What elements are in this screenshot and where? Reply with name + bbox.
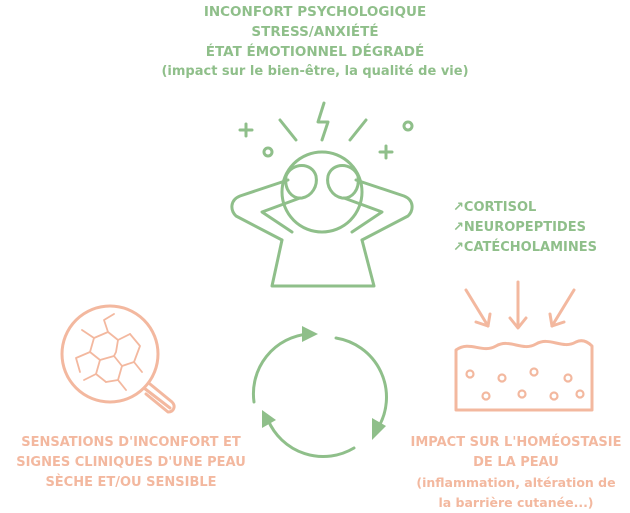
hormone-item: ↗CATÉCHOLAMINES [453,238,597,258]
skin-layer-icon [454,280,594,412]
stressed-person-icon [230,101,414,288]
hormone-label: NEUROPEPTIDES [463,220,586,235]
increase-arrow-icon: ↗ [453,200,464,215]
magnifier-dry-skin-icon [60,304,176,414]
increase-arrow-icon: ↗ [453,220,464,235]
hormone-label: CATÉCHOLAMINES [463,240,597,255]
skin-homeostasis-caption: IMPACT SUR L'HOMÉOSTASIE DE LA PEAU (inf… [400,433,630,513]
right-line-3: (inflammation, altération de [416,475,616,490]
hormone-item: ↗CORTISOL [453,198,597,218]
top-line-1: INCONFORT PSYCHOLOGIQUE [203,4,427,20]
left-line-2: SIGNES CLINIQUES D'UNE PEAU [16,455,246,470]
right-line-4: la barrière cutanée...) [438,495,594,510]
right-line-2: DE LA PEAU [473,455,559,470]
top-line-3: ÉTAT ÉMOTIONNEL DÉGRADÉ [205,44,425,60]
increase-arrow-icon: ↗ [453,240,464,255]
left-line-1: SENSATIONS D'INCONFORT ET [21,435,241,450]
hormone-item: ↗NEUROPEPTIDES [453,218,597,238]
left-line-3: SÈCHE ET/OU SENSIBLE [45,475,217,490]
clinical-signs-caption: SENSATIONS D'INCONFORT ET SIGNES CLINIQU… [0,433,262,493]
top-line-4: (impact sur le bien-être, la qualité de … [161,64,469,79]
hormone-list: ↗CORTISOL ↗NEUROPEPTIDES ↗CATÉCHOLAMINES [453,198,597,258]
cycle-arrows-icon [251,326,388,459]
hormone-label: CORTISOL [463,200,537,215]
right-line-1: IMPACT SUR L'HOMÉOSTASIE [410,435,622,450]
psychological-discomfort-heading: INCONFORT PSYCHOLOGIQUE STRESS/ANXIÉTÉ É… [0,2,630,82]
top-line-2: STRESS/ANXIÉTÉ [251,24,379,40]
